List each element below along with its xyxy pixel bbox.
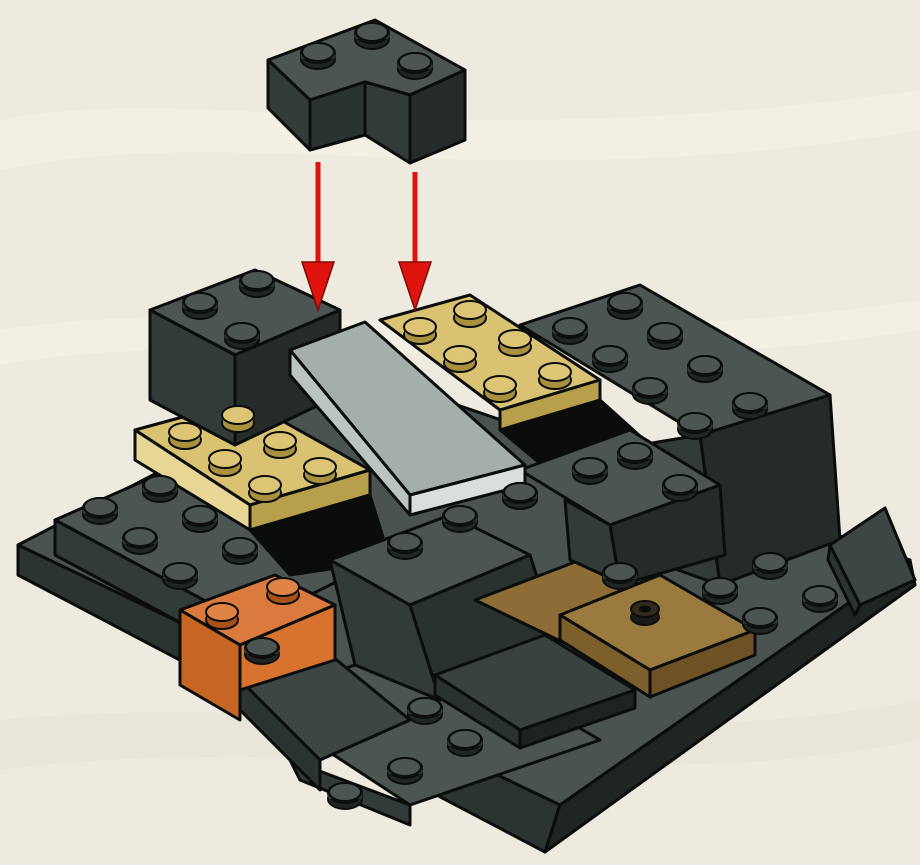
arrow-down-icon — [302, 162, 334, 310]
orange-stud — [267, 578, 299, 604]
placement-arrows — [302, 162, 431, 310]
jumper-stud — [631, 601, 659, 625]
orange-stud — [206, 603, 238, 629]
arrow-down-icon — [399, 172, 431, 310]
